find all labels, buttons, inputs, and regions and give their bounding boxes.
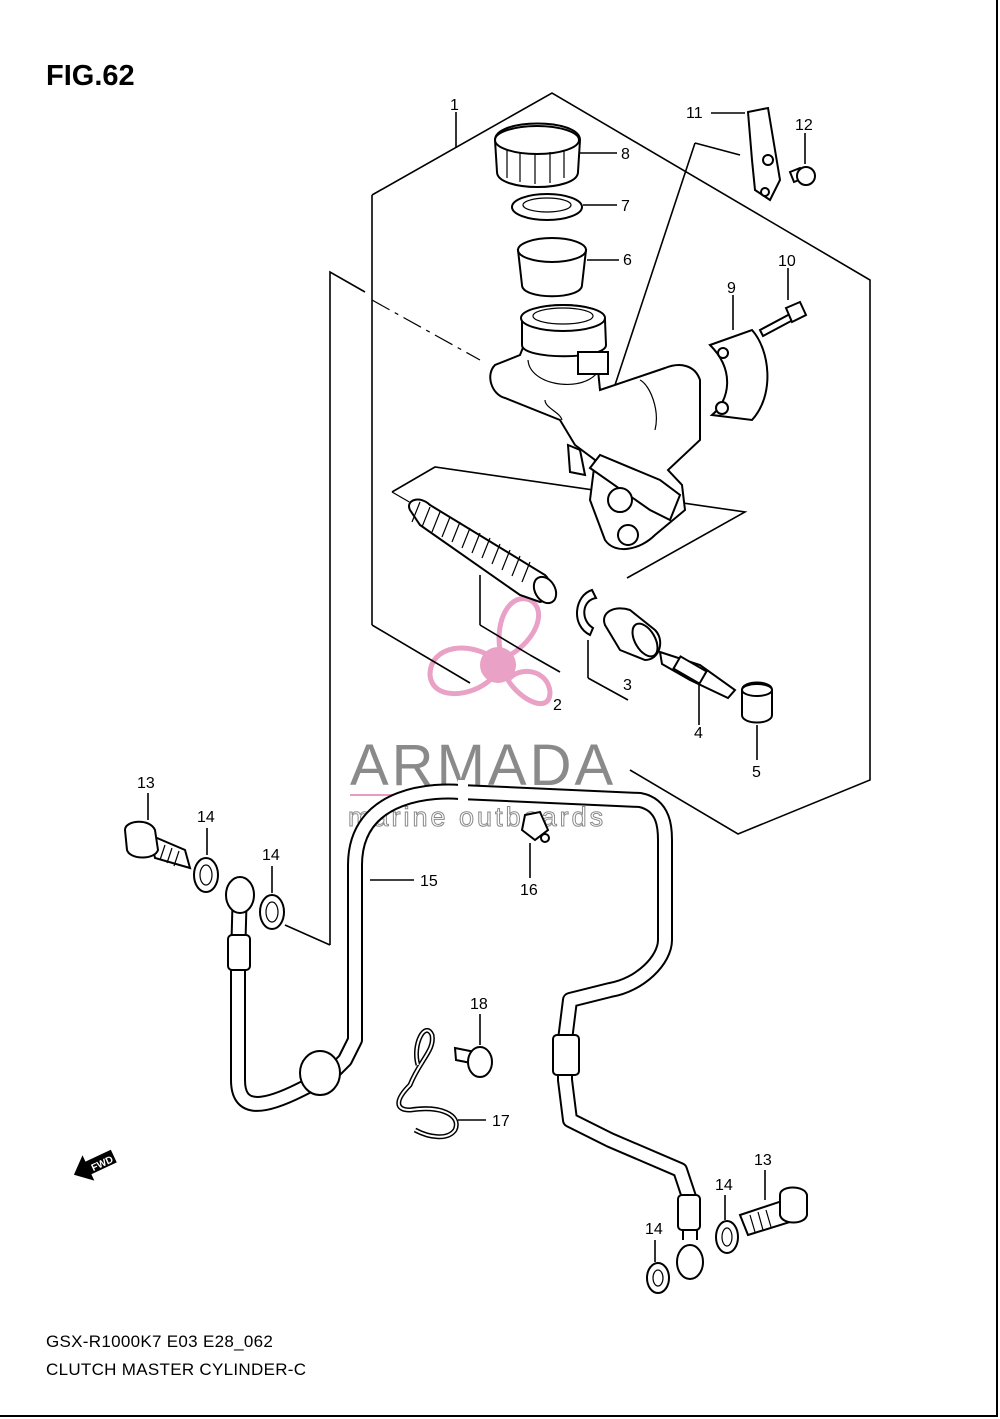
diaphragm-plate bbox=[511, 193, 583, 221]
callout-2: 2 bbox=[553, 697, 562, 714]
callout-5: 5 bbox=[752, 764, 761, 781]
union-bolt-lower bbox=[738, 1186, 808, 1237]
push-rod-cap bbox=[741, 681, 773, 724]
bracket-screw bbox=[788, 166, 816, 186]
hose-clamp bbox=[520, 810, 550, 843]
bracket-leader bbox=[694, 142, 741, 156]
reservoir-cap bbox=[493, 122, 582, 188]
diaphragm bbox=[516, 237, 588, 298]
fwd-arrow-icon: FWD bbox=[73, 1149, 117, 1181]
fwd-label: FWD bbox=[90, 1154, 115, 1174]
model-code: GSX-R1000K7 E03 E28_062 bbox=[46, 1332, 274, 1351]
clamp-bolt bbox=[758, 300, 808, 338]
callout-11: 11 bbox=[686, 105, 703, 122]
hose-guide-wire bbox=[396, 1027, 459, 1140]
callout-13-lower: 13 bbox=[754, 1152, 772, 1169]
callout-14-d: 14 bbox=[645, 1221, 663, 1238]
callout-17: 17 bbox=[492, 1113, 510, 1130]
callout-16: 16 bbox=[520, 882, 538, 899]
figure-title: FIG.62 bbox=[46, 60, 135, 92]
push-rod bbox=[658, 650, 737, 700]
gasket-4 bbox=[646, 1262, 670, 1294]
gasket-1 bbox=[193, 857, 219, 893]
callout-14-b: 14 bbox=[262, 847, 280, 864]
handlebar-clamp bbox=[708, 328, 769, 422]
callout-4: 4 bbox=[694, 725, 703, 742]
leader-2b bbox=[479, 624, 531, 656]
callout-15: 15 bbox=[420, 873, 438, 890]
callout-7: 7 bbox=[621, 198, 630, 215]
switch-bracket bbox=[746, 106, 782, 202]
gasket-3 bbox=[715, 1220, 739, 1254]
callout-12: 12 bbox=[795, 117, 813, 134]
callout-18: 18 bbox=[470, 996, 488, 1013]
assembly-name: CLUTCH MASTER CYLINDER-C bbox=[46, 1360, 307, 1379]
leader-3b bbox=[587, 677, 629, 701]
callout-9: 9 bbox=[727, 280, 736, 297]
callout-14-a: 14 bbox=[197, 809, 215, 826]
callout-13-upper: 13 bbox=[137, 775, 155, 792]
clutch-hose bbox=[225, 780, 704, 1280]
callout-10: 10 bbox=[778, 253, 796, 270]
callout-8: 8 bbox=[621, 146, 630, 163]
gasket-2 bbox=[259, 894, 285, 930]
piston-boot bbox=[603, 607, 662, 662]
watermark-logo bbox=[427, 596, 553, 707]
master-cylinder-body bbox=[489, 304, 701, 551]
circlip bbox=[576, 588, 598, 637]
callout-3: 3 bbox=[623, 677, 632, 694]
piston-spring-set bbox=[408, 498, 558, 605]
guide-bolt bbox=[453, 1046, 493, 1078]
callout-1: 1 bbox=[450, 97, 459, 114]
union-bolt-upper bbox=[123, 820, 192, 870]
bracket-leader-2 bbox=[614, 142, 696, 386]
watermark-tagline: marine outboards bbox=[348, 802, 606, 832]
callout-6: 6 bbox=[623, 252, 632, 269]
leader-2c bbox=[529, 654, 561, 673]
callout-14-c: 14 bbox=[715, 1177, 733, 1194]
